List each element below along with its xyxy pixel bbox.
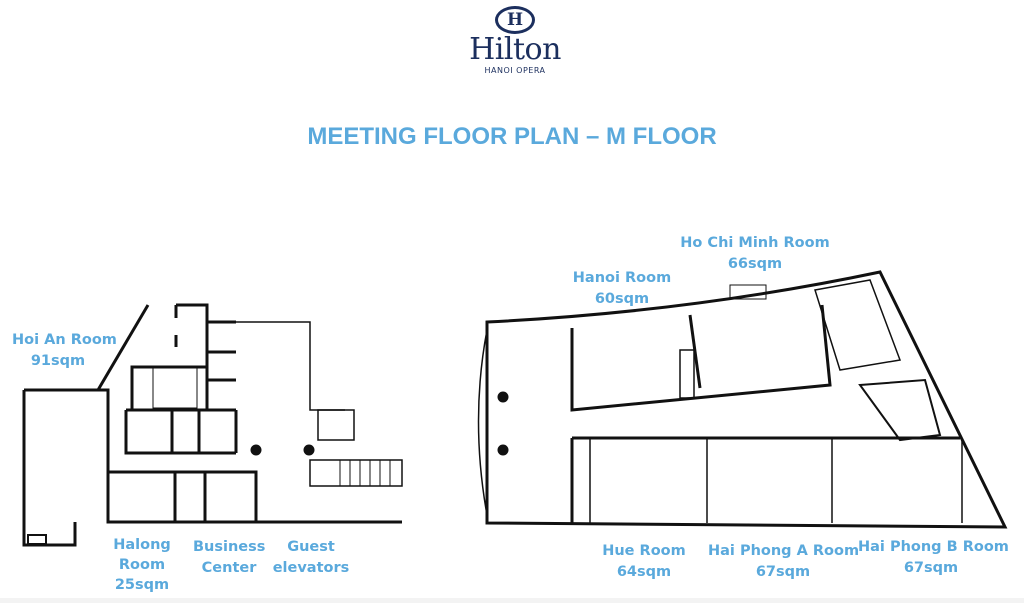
room-name: Hoi An Room	[12, 332, 117, 348]
room-size: 64sqm	[616, 564, 672, 580]
label-guest-elevators: Guest elevators	[272, 537, 350, 579]
room-label-hai-phong-b: Hai Phong B Room 67sqm	[858, 537, 1009, 579]
room-label-ho-chi-minh: Ho Chi Minh Room 66sqm	[680, 233, 830, 275]
logo-subtitle: HANOI OPERA	[484, 66, 546, 75]
room-size: 25sqm	[114, 577, 170, 593]
page-title: MEETING FLOOR PLAN – M FLOOR	[307, 123, 717, 150]
room-name: Hai Phong A Room	[708, 543, 860, 559]
room-name: Hue Room	[602, 543, 686, 559]
room-name-line: Halong	[113, 537, 171, 553]
room-label-hoi-an: Hoi An Room 91sqm	[12, 330, 117, 372]
room-label-hue: Hue Room 64sqm	[596, 541, 692, 583]
bottom-strip	[0, 598, 1024, 603]
room-size: 66sqm	[727, 256, 783, 272]
room-label-hai-phong-a: Hai Phong A Room 67sqm	[708, 541, 860, 583]
room-size: 60sqm	[594, 291, 650, 307]
label-line: Center	[201, 560, 257, 576]
room-label-halong: Halong Room 25sqm	[110, 535, 174, 595]
logo-name: Hilton	[469, 32, 561, 67]
room-size: 67sqm	[903, 560, 959, 576]
label-business-center: Business Center	[193, 537, 265, 579]
hilton-logo: H Hilton HANOI OPERA	[460, 6, 570, 75]
room-name-line: Room	[118, 557, 166, 573]
label-line: Guest	[287, 539, 335, 555]
room-label-hanoi: Hanoi Room 60sqm	[570, 268, 674, 310]
room-size: 91sqm	[30, 353, 86, 369]
hilton-h-icon: H	[495, 6, 535, 34]
room-name: Hai Phong B Room	[858, 539, 1009, 555]
room-name: Hanoi Room	[572, 270, 672, 286]
left-wing-plan	[22, 303, 403, 547]
room-name: Ho Chi Minh Room	[680, 235, 830, 251]
room-size: 67sqm	[755, 564, 811, 580]
label-line: elevators	[272, 560, 350, 576]
label-line: Business	[193, 539, 266, 555]
right-wing-plan	[477, 270, 1008, 529]
